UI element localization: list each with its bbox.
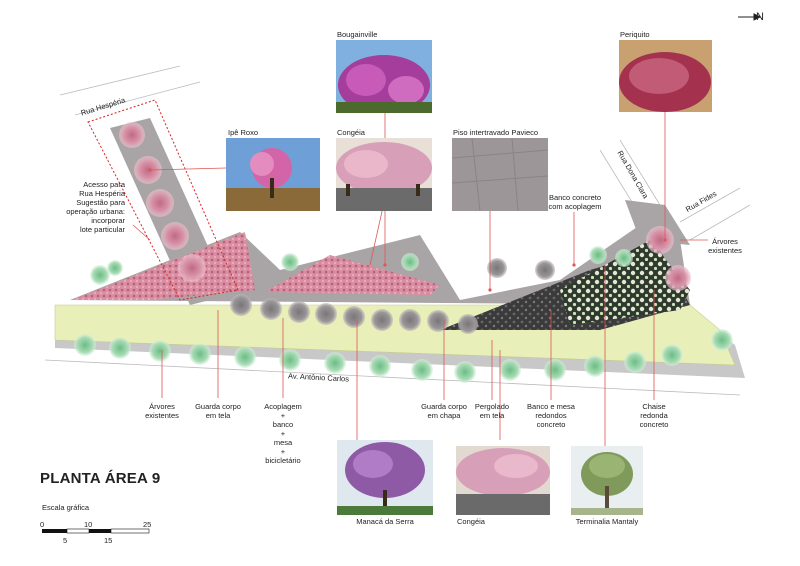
photo-ipe-roxo [226, 138, 320, 211]
north-arrow-icon [738, 13, 762, 21]
label-bougainville: Bougainville [337, 30, 378, 39]
callout-lines [132, 110, 708, 450]
label-manaca-da-serra: Manacá da Serra [356, 517, 414, 526]
pink-trees [119, 122, 691, 291]
photo-periquito [619, 40, 712, 112]
scale-bar [42, 528, 150, 534]
label-terminalia-mantaly: Terminalia Mantaly [575, 517, 639, 526]
drawing-title: PLANTA ÁREA 9 [40, 470, 161, 487]
label-banco-acoplagem: Banco concreto com acoplagem [548, 193, 602, 211]
label-congeia-top: Congéia [337, 128, 365, 137]
label-guarda-corpo-tela: Guarda corpo em tela [195, 402, 241, 420]
photo-congeia-top [336, 138, 432, 211]
scale-label: Escala gráfica [42, 503, 90, 512]
green-trees [74, 246, 733, 383]
label-ipe-roxo: Ipê Roxo [228, 128, 259, 137]
label-periquito: Periquito [620, 30, 650, 39]
label-chaise: Chaise redonda concreto [639, 402, 669, 429]
photo-bougainville [336, 40, 432, 113]
label-pergolado: Pergolado em tela [474, 402, 510, 420]
planting-bed-center [265, 255, 440, 295]
photo-congeia-bottom [456, 446, 550, 515]
label-congeia-bottom: Congéia [457, 517, 485, 526]
scale-tick-0: 0 [40, 520, 45, 529]
label-acesso-hesperia: Acesso para Rua Hespéria Sugestão para o… [66, 180, 125, 234]
label-arvores-existentes-left: Árvores existentes [145, 402, 179, 420]
grey-trees [230, 258, 555, 334]
label-guarda-corpo-chapa: Guarda corpo em chapa [421, 402, 467, 420]
photo-manaca-da-serra [337, 440, 433, 515]
scale-tick-5: 5 [63, 536, 68, 545]
scale-tick-25: 25 [143, 520, 152, 529]
planting-bed-left [72, 232, 255, 300]
street-lines [44, 65, 751, 396]
scale-tick-10: 10 [84, 520, 93, 529]
callout-dots [148, 168, 667, 292]
north-label: N [756, 11, 764, 23]
label-banco-mesa-redondos: Banco e mesa redondos concreto [527, 402, 575, 429]
label-arvores-existentes-right: Árvores existentes [708, 237, 742, 255]
scale-tick-15: 15 [104, 536, 113, 545]
pavement-path-dona-clara [625, 200, 690, 245]
label-acoplagem-banco-mesa: Acoplagem + banco + mesa + bicicletário [264, 402, 302, 465]
circle-paving-area [560, 240, 690, 325]
label-piso-intertravado: Piso intertravado Pavieco [453, 128, 539, 137]
photo-piso-intertravado [452, 138, 548, 211]
access-outline [87, 99, 239, 301]
photo-terminalia-mantaly [571, 446, 643, 515]
